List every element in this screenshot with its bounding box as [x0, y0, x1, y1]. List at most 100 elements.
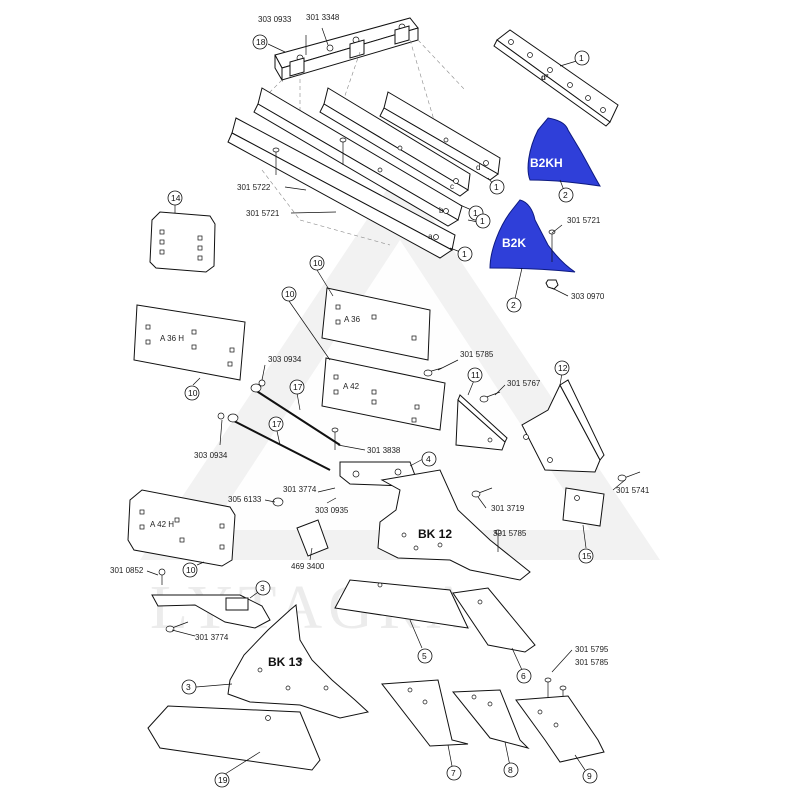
- plate-a-letter: a: [428, 232, 433, 241]
- part-18-bracket: [274, 17, 419, 82]
- callout-4: 4: [421, 451, 437, 467]
- plate-d-letter: d: [476, 163, 480, 172]
- svg-text:10: 10: [313, 258, 323, 268]
- label-3013774-a: 301 3774: [283, 485, 317, 494]
- callout-10-a36h: 10: [184, 385, 200, 401]
- callout-3-bottom: 3: [181, 679, 197, 695]
- a36h-text: A 36 H: [160, 334, 184, 343]
- svg-text:10: 10: [188, 388, 198, 398]
- fasteners-blue: [545, 229, 559, 290]
- label-3013348: 301 3348: [306, 13, 340, 22]
- part-10-plate-a36: A 36: [321, 287, 431, 361]
- svg-text:1: 1: [494, 182, 499, 192]
- svg-text:17: 17: [272, 419, 282, 429]
- svg-text:15: 15: [582, 551, 592, 561]
- callout-9: 9: [582, 768, 598, 784]
- a42h-text: A 42 H: [150, 520, 174, 529]
- part-1-plate-d2: d²: [493, 29, 619, 127]
- callout-1-d: 1: [489, 179, 505, 195]
- svg-text:1: 1: [473, 208, 478, 218]
- svg-text:2: 2: [511, 300, 516, 310]
- callout-15: 15: [578, 548, 594, 564]
- part-1-plate-b: [253, 87, 463, 227]
- svg-text:10: 10: [186, 565, 196, 575]
- part-12-landside: [521, 379, 605, 473]
- label-3030934-b: 303 0934: [194, 451, 228, 460]
- svg-text:12: 12: [558, 363, 568, 373]
- label-3015785-a: 301 5785: [460, 350, 494, 359]
- callout-10-a36: 10: [309, 255, 325, 271]
- svg-text:1: 1: [579, 53, 584, 63]
- plate-d2-text: d²: [541, 73, 549, 82]
- svg-text:14: 14: [171, 193, 181, 203]
- label-3030970: 303 0970: [571, 292, 605, 301]
- a36-text: A 36: [344, 315, 361, 324]
- callout-1-d2: 1: [574, 50, 590, 66]
- svg-text:6: 6: [521, 671, 526, 681]
- part-10-plate-a42: A 42: [321, 357, 446, 431]
- callout-5: 5: [417, 648, 433, 664]
- svg-text:9: 9: [587, 771, 592, 781]
- label-3030933: 303 0933: [258, 15, 292, 24]
- part-10-plate-a42h: A 42 H: [127, 489, 236, 567]
- svg-text:2: 2: [563, 190, 568, 200]
- label-3015785-c: 301 5785: [575, 658, 609, 667]
- label-3013838: 301 3838: [367, 446, 401, 455]
- callout-7: 7: [446, 765, 462, 781]
- label-3013719: 301 3719: [491, 504, 525, 513]
- callout-1-a: 1: [457, 246, 473, 262]
- part-19-share: [147, 705, 321, 771]
- callout-17-top: 17: [289, 379, 305, 395]
- part-3-clamp: [151, 594, 271, 629]
- svg-text:19: 19: [218, 775, 228, 785]
- label-3013774-b: 301 3774: [195, 633, 229, 642]
- label-3015785-b: 301 5785: [493, 529, 527, 538]
- plate-b-letter: b: [439, 206, 444, 215]
- part-2-blue-b2kh: B2KH: [527, 117, 601, 187]
- label-3030934-a: 303 0934: [268, 355, 302, 364]
- part-number-labels: 303 0933 301 3348 301 5722 301 5721 301 …: [110, 13, 650, 667]
- label-3015721-a: 301 5721: [246, 209, 280, 218]
- svg-text:18: 18: [256, 37, 266, 47]
- bolts-3015721: [272, 137, 347, 175]
- callout-11: 11: [467, 367, 483, 383]
- label-3030935: 303 0935: [315, 506, 349, 515]
- part-6-plate: [452, 587, 536, 653]
- svg-text:11: 11: [471, 370, 480, 380]
- callout-circles: 18 1 1 1 1 1 2 2 14 10 10 10 10 17 17 11…: [167, 34, 598, 788]
- plate-letters: a b c d: [428, 163, 480, 241]
- label-3015721-b: 301 5721: [567, 216, 601, 225]
- part-11-bracket: [455, 394, 508, 451]
- part-1-plate-c: [319, 87, 471, 197]
- b2k-text: B2K: [502, 236, 526, 250]
- part-7-share: [381, 679, 469, 747]
- label-4693400: 469 3400: [291, 562, 325, 571]
- svg-text:1: 1: [462, 249, 467, 259]
- svg-text:3: 3: [260, 583, 265, 593]
- label-3015795: 301 5795: [575, 645, 609, 654]
- label-3015722: 301 5722: [237, 183, 271, 192]
- callout-19: 19: [214, 772, 230, 788]
- callout-14: 14: [167, 190, 183, 206]
- part-9-share: [515, 695, 605, 763]
- callout-2-b2kh: 2: [558, 187, 574, 203]
- plate-c-letter: c: [450, 182, 454, 191]
- svg-text:1: 1: [480, 216, 485, 226]
- part-1-plate-a: [227, 117, 456, 259]
- callout-2-b2k: 2: [506, 297, 522, 313]
- part-2-blue-b2k: B2K: [489, 199, 576, 273]
- label-3056133: 305 6133: [228, 495, 262, 504]
- svg-text:17: 17: [293, 382, 303, 392]
- part-10-plate-a36h: A 36 H: [133, 304, 246, 381]
- part-bk12-frog: BK 12: [377, 469, 531, 581]
- part-8-share: [451, 689, 530, 749]
- callout-10-a42h: 10: [182, 562, 198, 578]
- part-bk13-frog: BK 13: [227, 604, 370, 719]
- svg-text:4: 4: [426, 454, 431, 464]
- b2kh-text: B2KH: [530, 156, 563, 170]
- svg-text:7: 7: [451, 768, 456, 778]
- callout-8: 8: [503, 762, 519, 778]
- leader-lines: [146, 43, 626, 777]
